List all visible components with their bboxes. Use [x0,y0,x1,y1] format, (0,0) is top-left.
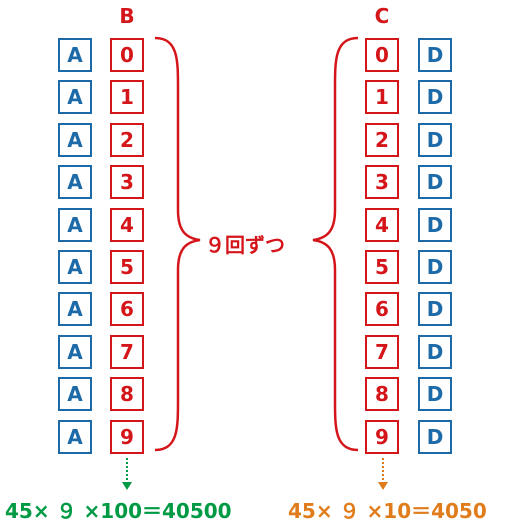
box-a: A [58,38,92,72]
box-a: A [58,207,92,242]
box-d: D [418,419,452,454]
box-b: 9 [110,419,144,454]
box-a: A [58,250,92,284]
box-b: 2 [110,122,144,157]
box-d: D [418,377,452,412]
box-d: D [418,80,452,115]
box-b: 6 [110,292,144,327]
box-c: 4 [365,207,399,242]
box-b: 0 [110,38,144,72]
box-b: 7 [110,334,144,369]
box-c: 8 [365,377,399,412]
box-a: A [58,377,92,412]
box-a: A [58,122,92,157]
left-brace-right-group [312,36,359,452]
box-c: 5 [365,250,399,284]
box-c: 7 [365,334,399,369]
repeat-count-label: ９回ずつ [205,233,285,257]
formula-hundreds: 45× ９ ×100＝40500 [5,499,232,523]
box-c: 6 [365,292,399,327]
box-a: A [58,292,92,327]
box-b: 5 [110,250,144,284]
column-c-header: C [374,4,390,28]
box-d: D [418,165,452,200]
column-b-header: B [119,4,135,28]
box-a: A [58,334,92,369]
box-a: A [58,165,92,200]
box-d: D [418,334,452,369]
box-c: 1 [365,80,399,115]
box-b: 1 [110,80,144,115]
formula-tens: 45× ９ ×10＝4050 [288,499,487,523]
box-d: D [418,250,452,284]
box-a: A [58,80,92,115]
box-c: 3 [365,165,399,200]
arrow-right-down [378,458,388,490]
box-c: 9 [365,419,399,454]
arrow-left-down [122,458,132,490]
box-b: 3 [110,165,144,200]
box-c: 0 [365,38,399,72]
box-d: D [418,207,452,242]
box-a: A [58,419,92,454]
right-brace-left-group [154,36,201,452]
box-d: D [418,122,452,157]
box-b: 8 [110,377,144,412]
box-d: D [418,38,452,72]
box-d: D [418,292,452,327]
box-b: 4 [110,207,144,242]
box-c: 2 [365,122,399,157]
